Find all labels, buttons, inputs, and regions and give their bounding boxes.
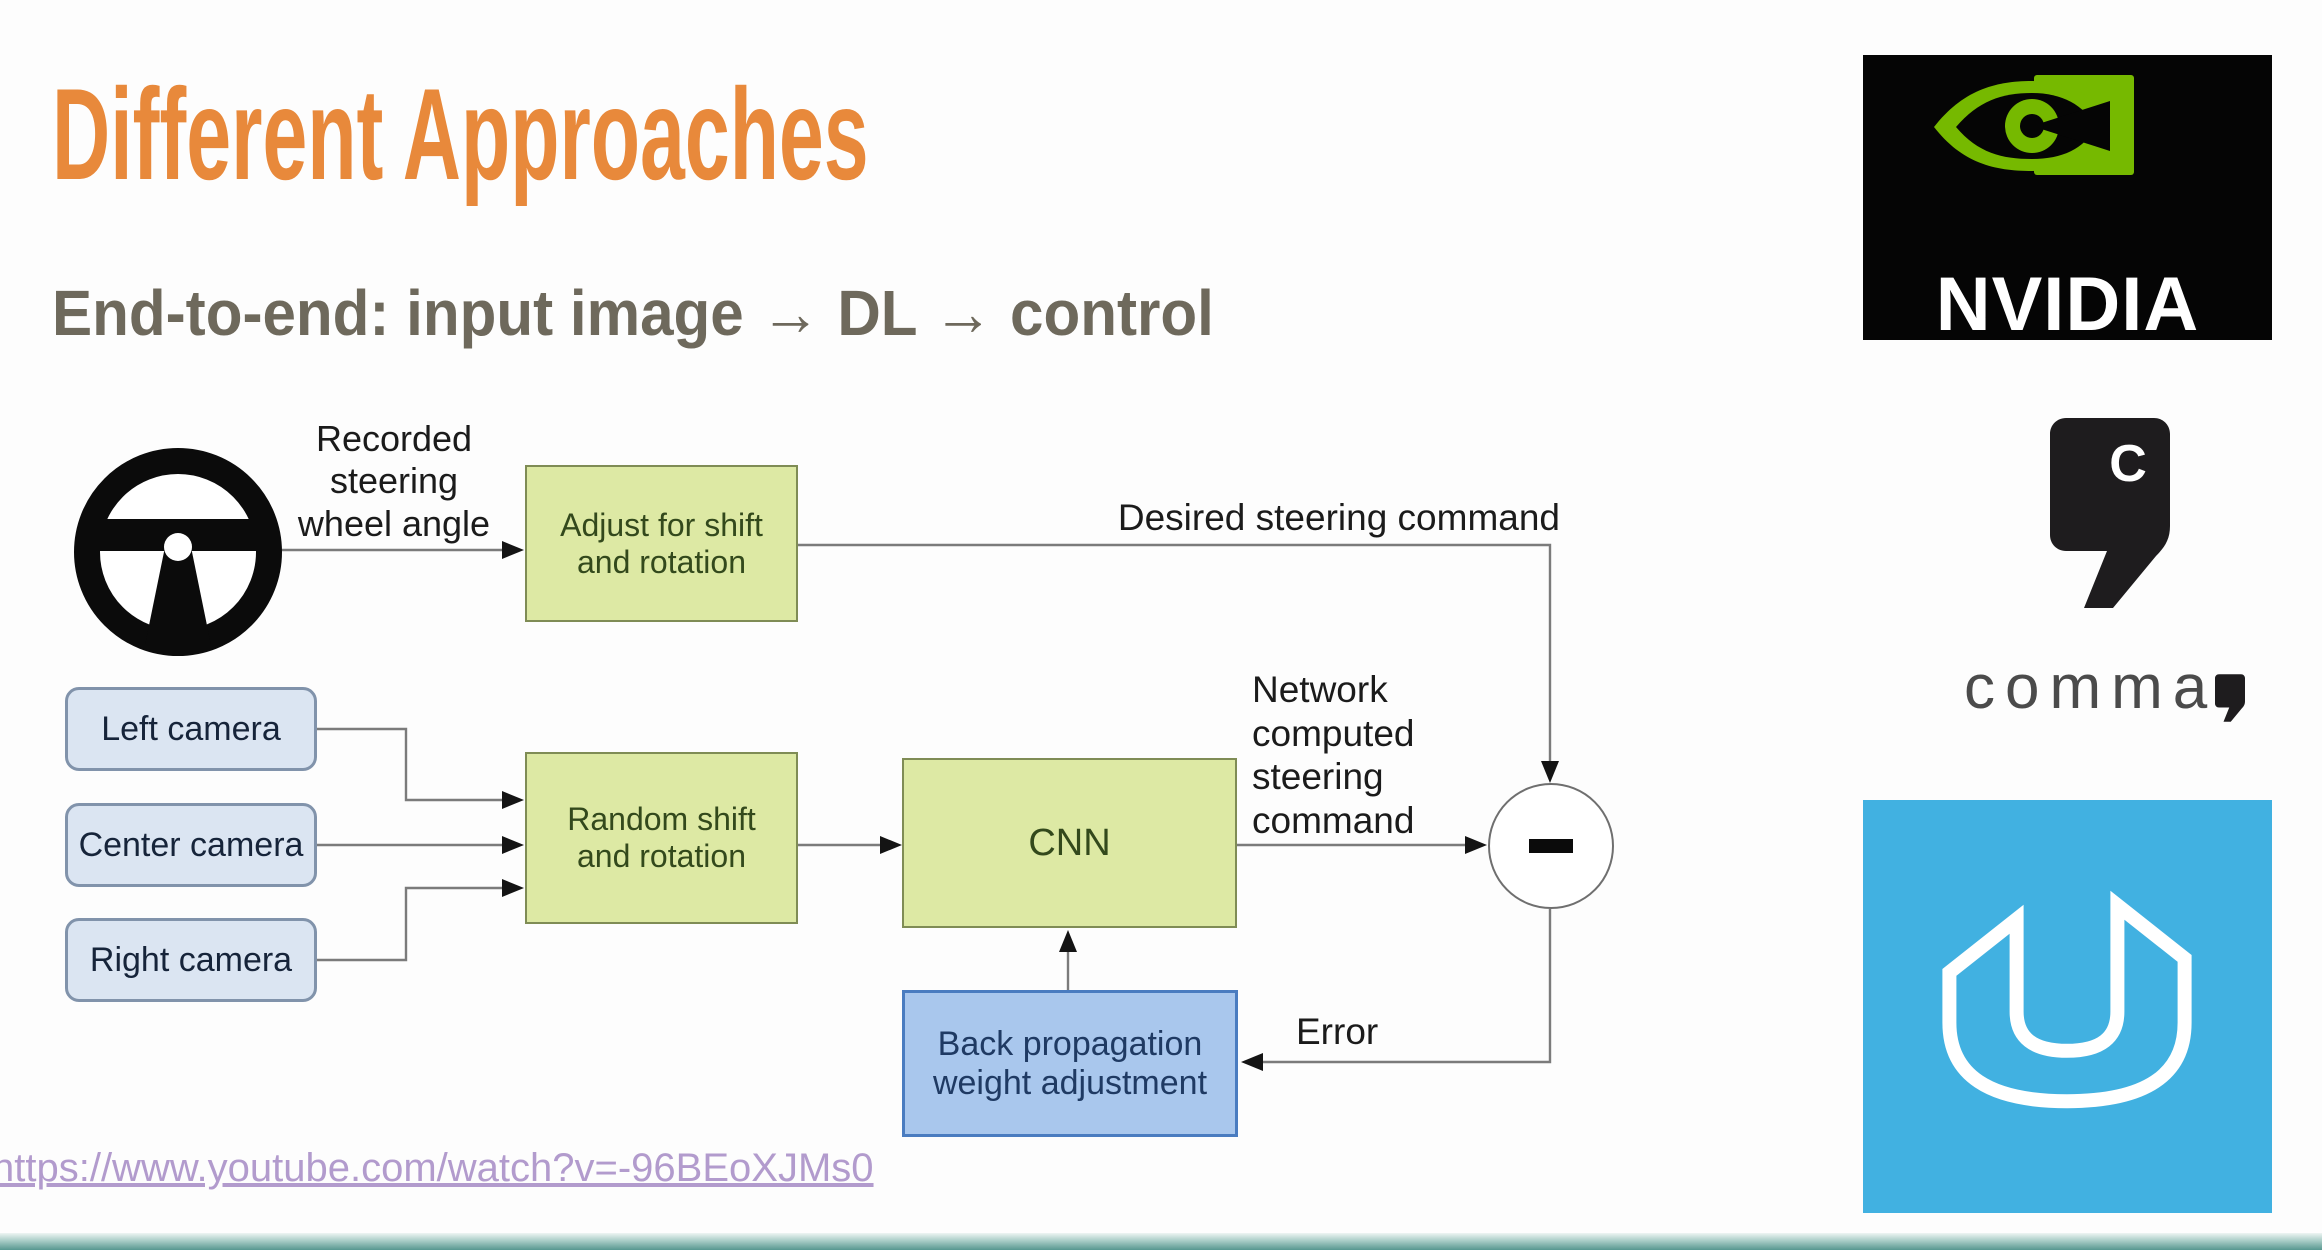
nvidia-logo: NVIDIA — [1863, 55, 2272, 347]
page-subtitle: End-to-end: input image → DL → control — [52, 277, 1214, 349]
box-adjust-shift-rotation: Adjust for shift and rotation — [525, 465, 798, 622]
right-camera-label: Right camera — [89, 940, 293, 979]
comma-letter: C — [2109, 435, 2147, 493]
nvidia-eye-icon — [1934, 75, 2134, 175]
box-adjust-label: Adjust for shift and rotation — [560, 506, 763, 580]
page-title: Different Approaches — [52, 61, 869, 207]
box-random-shift-rotation: Random shift and rotation — [525, 752, 798, 924]
comma-mark-icon — [2215, 674, 2245, 722]
comma-logo-icon: C — [2050, 418, 2170, 608]
box-left-camera: Left camera — [65, 687, 317, 771]
label-recorded-steering: Recorded steering wheel angle — [297, 418, 491, 544]
box-backprop-label: Back propagation weight adjustment — [932, 1024, 1208, 1102]
nvidia-wordmark: NVIDIA — [1935, 262, 2200, 347]
comma-wordmark: comma — [1964, 653, 2218, 722]
minus-icon — [1529, 839, 1573, 853]
label-network-computed: Network computed steering command — [1252, 669, 1415, 841]
label-error: Error — [1296, 1011, 1379, 1052]
center-camera-label: Center camera — [78, 825, 304, 864]
udacity-u-icon — [1942, 890, 2192, 1109]
footer-accent-bar — [0, 1233, 2322, 1250]
udacity-logo — [1863, 800, 2272, 1213]
box-cnn: CNN — [902, 758, 1237, 928]
box-cnn-label: CNN — [1028, 821, 1111, 864]
sum-junction — [1488, 783, 1614, 909]
box-random-label: Random shift and rotation — [567, 801, 756, 874]
left-camera-label: Left camera — [101, 709, 281, 748]
box-center-camera: Center camera — [65, 803, 317, 887]
box-backprop: Back propagation weight adjustment — [902, 990, 1238, 1137]
label-desired-steering: Desired steering command — [1117, 497, 1560, 538]
steering-wheel-icon — [74, 448, 282, 656]
youtube-link[interactable]: https://www.youtube.com/watch?v=-96BEoXJ… — [0, 1146, 874, 1190]
box-right-camera: Right camera — [65, 918, 317, 1002]
